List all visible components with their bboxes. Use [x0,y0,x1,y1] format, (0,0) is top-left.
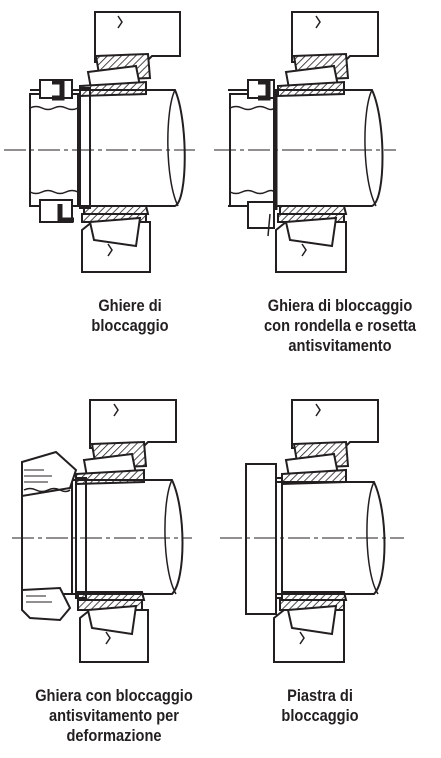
panel-lock-nuts [4,11,195,273]
lock-clip-bottom [57,204,74,223]
caption-locking-plate: Piastra di bloccaggio [247,686,393,726]
caption-line: antisvitamento [288,336,392,355]
panel-deformation-nut [12,399,192,663]
caption-deformation-nut: Ghiera con bloccaggio antisvitamento per… [16,686,212,746]
caption-line: con rondella e rosetta [264,316,416,335]
roller-bottom [88,216,142,248]
panel-lock-washer [214,11,396,273]
caption-line: bloccaggio [91,316,169,335]
housing-top-break [117,15,123,29]
caption-line: bloccaggio [281,706,359,725]
caption-line: antisvitamento per [49,706,179,725]
shaft [30,89,186,207]
caption-lock-washer: Ghiera di bloccaggio con rondella e rose… [215,296,441,356]
caption-lock-nuts: Ghiere di bloccaggio [35,296,224,336]
panel-locking-plate [220,399,404,663]
caption-line: Ghiere di [98,296,162,315]
nut-bottom [39,199,73,223]
caption-line: Ghiera di bloccaggio [267,296,413,315]
caption-line: Piastra di [287,686,353,705]
caption-line: Ghiera con bloccaggio [35,686,193,705]
caption-line: deformazione [66,726,162,745]
locking-plate [245,463,277,615]
housing-top [94,11,181,63]
lock-clip-top [52,79,65,101]
